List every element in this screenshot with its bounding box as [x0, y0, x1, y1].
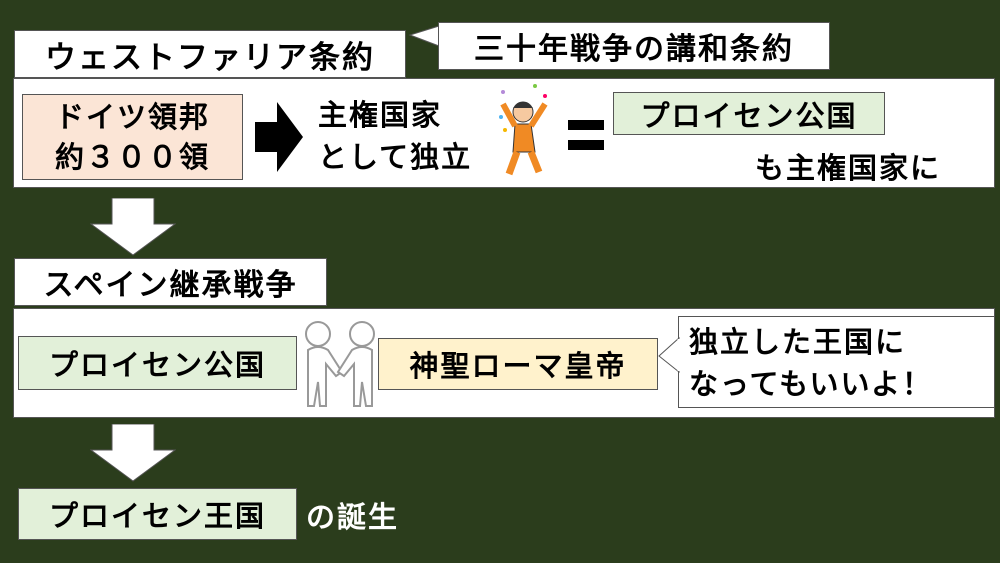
- german-states-box: ドイツ領邦 約３００領: [22, 94, 243, 180]
- german-states-line1: ドイツ領邦: [54, 100, 210, 134]
- sovereign-result-text: も主権国家に: [755, 151, 942, 185]
- callout-pointer: [408, 25, 440, 47]
- speech-pointer: [658, 336, 680, 374]
- sovereign-line1: 主権国家: [318, 98, 443, 132]
- prussia-duchy-box: プロイセン公国: [613, 92, 885, 135]
- spanish-succession-title: スペイン継承戦争: [14, 258, 327, 306]
- sovereign-line2: として独立: [318, 140, 473, 174]
- prussia-duchy-box-2: プロイセン公国: [18, 336, 297, 390]
- equals-sign: [568, 120, 604, 150]
- german-states-line2: 約３００領: [54, 140, 210, 174]
- holy-roman-emperor-box: 神聖ローマ皇帝: [378, 338, 658, 390]
- right-arrow-icon: [255, 102, 303, 172]
- celebrating-person-icon: [499, 84, 548, 176]
- down-arrow-icon: [90, 198, 176, 256]
- westphalia-title: ウェストファリア条約: [14, 30, 406, 78]
- speech-line1: 独立した王国に: [689, 325, 907, 359]
- speech-line2: なってもいいよ！: [689, 367, 933, 401]
- down-arrow-icon-2: [90, 424, 176, 482]
- speech-bubble: 独立した王国に なってもいいよ！: [678, 316, 995, 408]
- birth-text: の誕生: [306, 500, 400, 534]
- callout-peace-treaty: 三十年戦争の講和条約: [438, 22, 830, 70]
- prussia-kingdom-box: プロイセン王国: [18, 488, 297, 540]
- sovereign-text: 主権国家 として独立: [318, 94, 472, 178]
- handshake-icon: [305, 321, 375, 407]
